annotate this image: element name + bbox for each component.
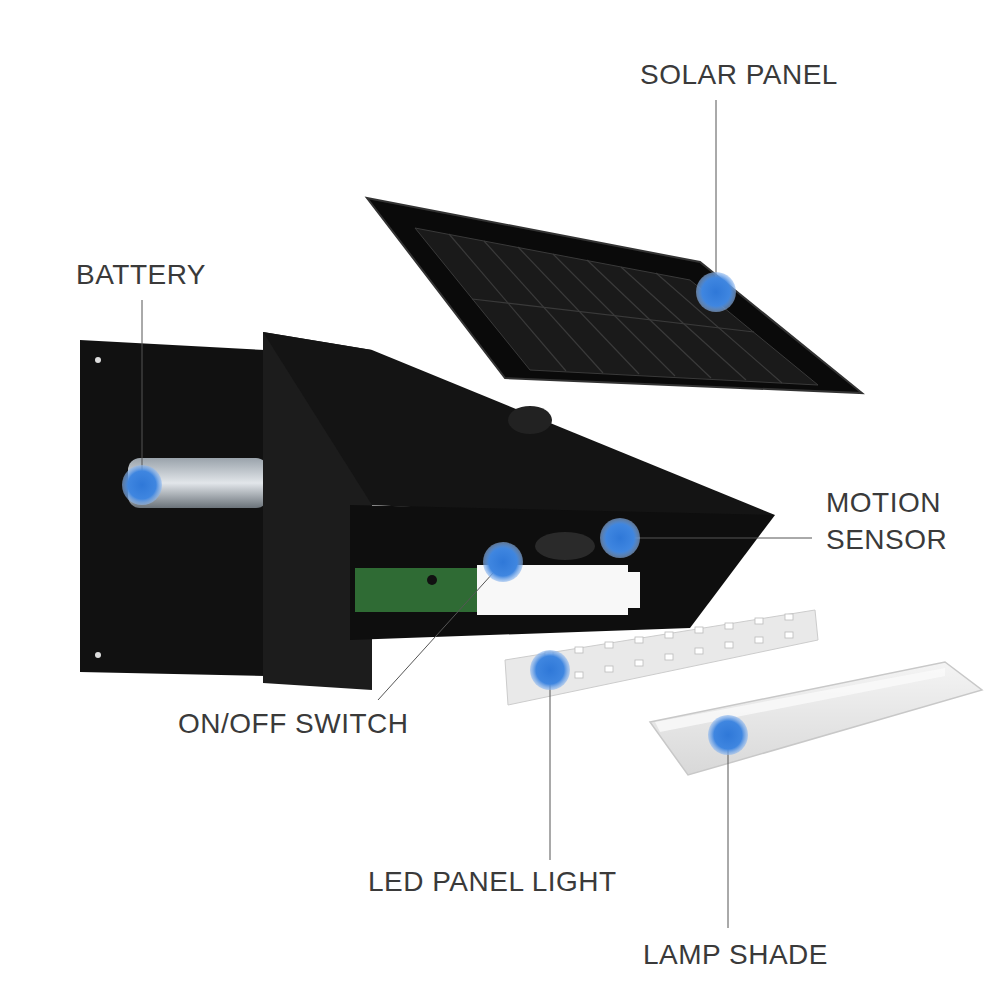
part-label: LAMP SHADE (643, 936, 863, 973)
part-label: SOLAR PANEL (640, 56, 870, 93)
leader-line (716, 100, 717, 292)
leader-line (378, 562, 503, 700)
sensor-dome (535, 532, 595, 560)
part-label: ON/OFF SWITCH (178, 705, 428, 742)
leader-line (142, 300, 143, 483)
part-label: LED PANEL LIGHT (368, 863, 648, 900)
part-label: BATTERY (76, 256, 236, 293)
lamp-shade (650, 662, 982, 775)
leader-line (550, 670, 551, 860)
marker-dots (122, 272, 748, 755)
part-label: MOTION SENSOR (826, 484, 986, 558)
circuit-board (355, 568, 477, 612)
led-board (505, 610, 818, 705)
housing-front (350, 505, 775, 640)
leader-line (728, 735, 729, 928)
solar-panel (367, 198, 862, 393)
leader-line (620, 538, 812, 539)
